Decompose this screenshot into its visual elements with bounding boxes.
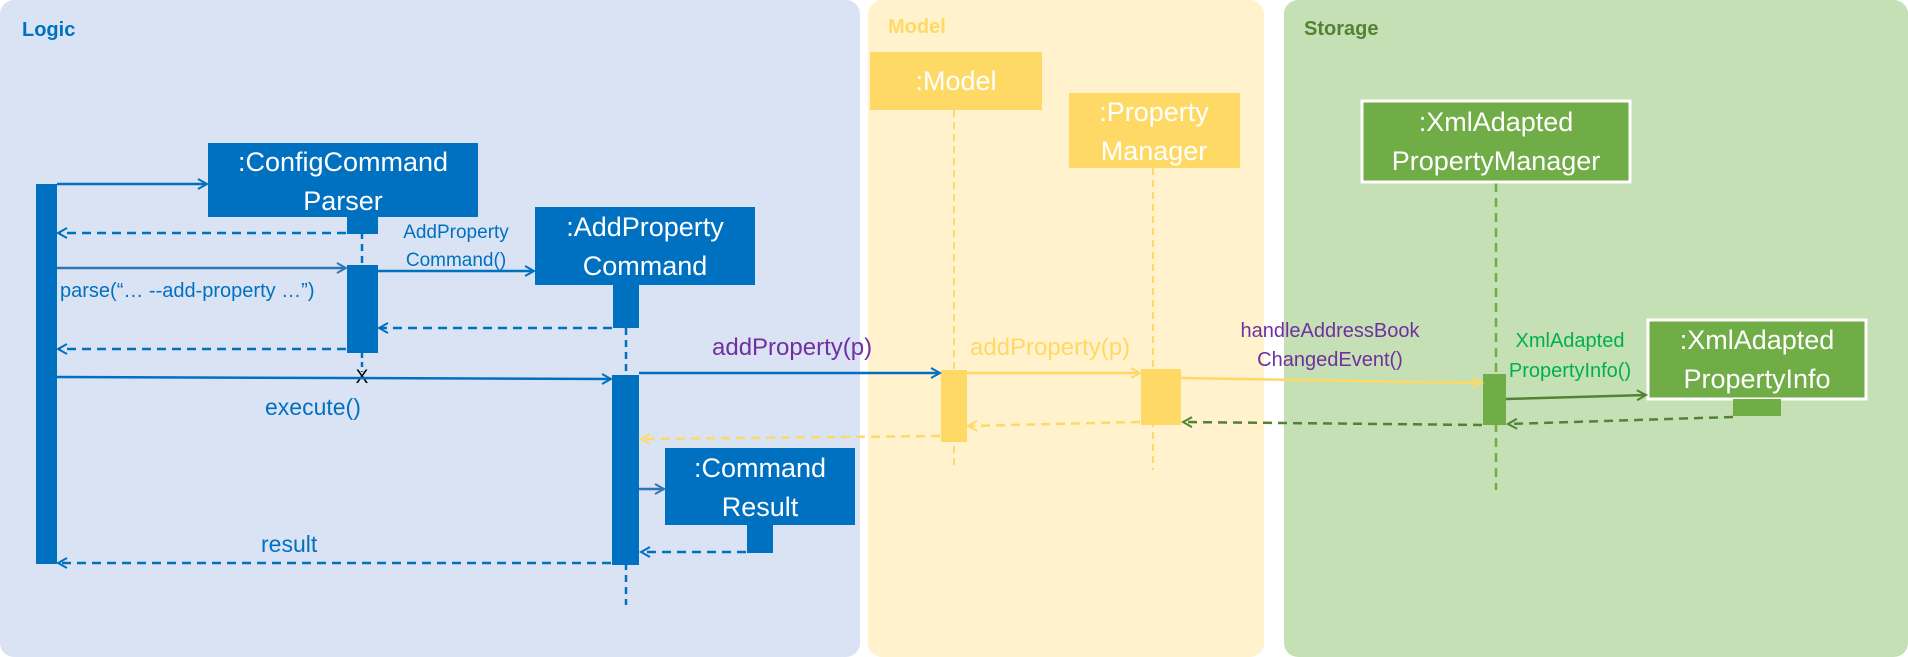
command-result-stub: [747, 525, 773, 553]
svg-text::Property: :Property: [1099, 97, 1209, 127]
property-manager-activation: [1141, 369, 1181, 425]
xml-manager-return-arrow: [1183, 422, 1483, 425]
xml-adapted-property-manager-box: :XmlAdapted PropertyManager: [1360, 99, 1632, 184]
create-command-label-1: AddProperty: [403, 222, 509, 243]
handle-event-arrow: [1180, 376, 1482, 383]
add-command-stub: [613, 285, 639, 328]
result-label: result: [261, 531, 318, 557]
svg-text:Manager: Manager: [1101, 136, 1208, 166]
xml-info-return-arrow: [1508, 415, 1734, 424]
handle-event-label-1: handleAddressBook: [1240, 320, 1420, 342]
property-manager-return-arrow: [968, 422, 1141, 426]
logic-caller-activation: [36, 184, 57, 564]
add-property-manager-label: addProperty(p): [970, 334, 1130, 361]
model-return-arrow: [641, 436, 941, 439]
execute-arrow: [56, 377, 611, 379]
add-command-activation: [612, 375, 639, 565]
parse-label: parse(“… --add-property …”): [60, 280, 315, 302]
command-result-box: :Command Result: [665, 448, 855, 525]
model-activation: [941, 370, 967, 442]
model-panel-title: Model: [888, 16, 946, 38]
handle-event-label-2: ChangedEvent(): [1257, 349, 1403, 371]
xml-adapted-property-info-box: :XmlAdapted PropertyInfo: [1646, 318, 1868, 401]
logic-panel-title: Logic: [22, 19, 75, 41]
svg-text::AddProperty: :AddProperty: [566, 212, 724, 242]
svg-text::ConfigCommand: :ConfigCommand: [238, 147, 448, 177]
svg-text:Parser: Parser: [303, 186, 383, 216]
config-parser-activation: [347, 265, 378, 353]
svg-text::XmlAdapted: :XmlAdapted: [1419, 107, 1574, 137]
svg-text:PropertyInfo: PropertyInfo: [1683, 364, 1830, 394]
execute-label: execute(): [265, 394, 361, 420]
create-xml-info-label-2: PropertyInfo(): [1509, 360, 1631, 382]
svg-text:Command: Command: [583, 251, 708, 281]
xml-info-stub: [1733, 399, 1781, 416]
property-manager-box: :Property Manager: [1069, 93, 1240, 168]
create-xml-info-arrow: [1505, 395, 1646, 399]
create-xml-info-label-1: XmlAdapted: [1516, 330, 1625, 352]
create-command-label-2: Command(): [406, 250, 506, 271]
svg-text::Model: :Model: [915, 66, 996, 96]
svg-text::Command: :Command: [694, 453, 826, 483]
model-box: :Model: [870, 52, 1042, 110]
xml-manager-activation: [1483, 374, 1506, 425]
storage-panel-title: Storage: [1304, 18, 1378, 40]
svg-text:Result: Result: [722, 492, 799, 522]
config-parser-stub: [347, 217, 378, 234]
svg-text::XmlAdapted: :XmlAdapted: [1680, 325, 1835, 355]
config-command-parser-box: :ConfigCommand Parser: [208, 143, 478, 217]
add-property-model-label: addProperty(p): [712, 334, 872, 361]
add-property-command-box: :AddProperty Command: [535, 207, 755, 285]
svg-text:PropertyManager: PropertyManager: [1392, 146, 1601, 176]
